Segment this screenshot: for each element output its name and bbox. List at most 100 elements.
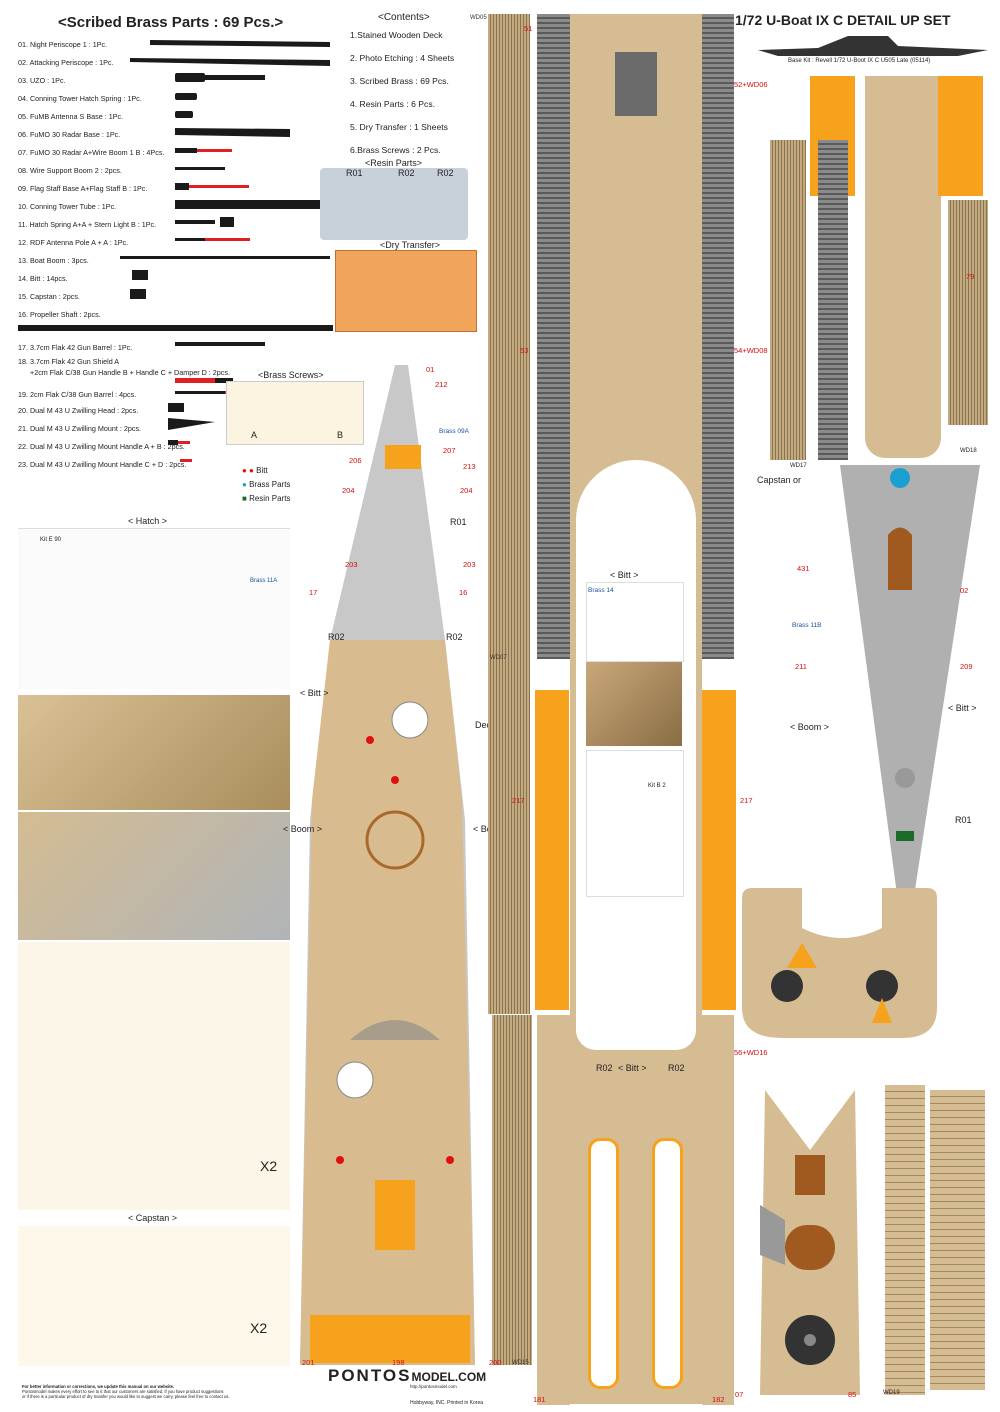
mid-deck-stern-left bbox=[537, 1015, 570, 1405]
mid-deck-slot-left bbox=[588, 1138, 619, 1389]
resin-label: R02 bbox=[437, 168, 454, 178]
r01-aft-label: R01 bbox=[955, 815, 972, 825]
resin-label: R02 bbox=[398, 168, 415, 178]
part-05: 05. FuMB Antenna S Base : 1Pc. bbox=[18, 112, 124, 121]
hatch-photo-1 bbox=[18, 695, 290, 810]
part-number: 217 bbox=[740, 796, 753, 805]
part-number: 53 bbox=[520, 346, 529, 355]
part-08: 08. Wire Support Boom 2 : 2pcs. bbox=[18, 166, 122, 175]
resin-label: R01 bbox=[346, 168, 363, 178]
part-number: 79 bbox=[966, 272, 975, 281]
part-07: 07. FuMO 30 Radar A+Wire Boom 1 B : 4Pcs… bbox=[18, 148, 165, 157]
part-16: 16. Propeller Shaft : 2pcs. bbox=[18, 310, 101, 319]
tower-deck bbox=[865, 76, 941, 458]
brass-screws-title: <Brass Screws> bbox=[258, 370, 324, 380]
r01-label: R01 bbox=[450, 517, 467, 527]
part-18b: +2cm Flak C/38 Gun Handle B + Handle C +… bbox=[30, 368, 230, 377]
part-number: 203 bbox=[463, 560, 476, 569]
mid-deck-slot-right bbox=[652, 1138, 683, 1389]
footer-notes: For better information or corrections, w… bbox=[22, 1384, 302, 1399]
uboat-silhouette bbox=[758, 36, 988, 56]
contents-item: 5. Dry Transfer : 1 Sheets bbox=[350, 122, 448, 132]
contents-item: 3. Scribed Brass : 69 Pcs. bbox=[350, 76, 449, 86]
legend: ● ● Bitt ● Brass Parts ■ Resin Parts bbox=[242, 466, 290, 503]
footer-note-2: Pontosmodel makes every effort to see to… bbox=[22, 1389, 224, 1394]
part-number: 02 bbox=[960, 586, 969, 595]
bitt-label-aft: < Bitt > bbox=[948, 703, 977, 713]
boom-label-aft: < Boom > bbox=[790, 722, 830, 732]
capstan-or-label: Capstan or bbox=[757, 475, 802, 485]
r02-mid-left: R02 bbox=[596, 1063, 613, 1073]
part-number: 213 bbox=[463, 462, 476, 471]
part-number: 207 bbox=[443, 446, 456, 455]
part-number: 217 bbox=[512, 796, 525, 805]
part-number: 182 bbox=[712, 1395, 725, 1404]
kit-b2-label: Kit B 2 bbox=[648, 783, 666, 789]
legend-resin: ■ Resin Parts bbox=[242, 494, 291, 503]
mid-deck-grating-left bbox=[537, 14, 570, 659]
part-silhouettes bbox=[18, 40, 333, 462]
part-number: 198 bbox=[392, 1358, 405, 1367]
dry-transfer-sheet bbox=[335, 250, 477, 332]
part-19: 19. 2cm Flak C/38 Gun Barrel : 4pcs. bbox=[18, 390, 137, 399]
boom-label-left: < Boom > bbox=[283, 824, 323, 834]
wd15-label: WD15 bbox=[512, 1360, 529, 1366]
part-number: 07 bbox=[735, 1390, 744, 1399]
main-title: 1/72 U-Boat IX C DETAIL UP SET bbox=[735, 12, 951, 28]
part-number: 211 bbox=[795, 662, 807, 671]
bitt-label-mid: < Bitt > bbox=[618, 1063, 647, 1073]
footer-note-3: or if there is a particular product of d… bbox=[22, 1394, 230, 1399]
footer-web: http://pontosmodel.com bbox=[410, 1384, 457, 1389]
fore-deck-diagram bbox=[300, 365, 475, 1365]
contents-item: 2. Photo Etching : 4 Sheets bbox=[350, 53, 455, 63]
part-number: 206 bbox=[349, 456, 362, 465]
part-number: 56+WD16 bbox=[734, 1048, 768, 1057]
x2-capstan: X2 bbox=[250, 1320, 268, 1336]
part-12: 12. RDF Antenna Pole A + A : 1Pc. bbox=[18, 238, 129, 247]
wood-sheet-2 bbox=[930, 1090, 985, 1390]
footer-made: Hobbyway, INC. Printed in Korea bbox=[410, 1400, 484, 1406]
bitt-photo-3 bbox=[586, 750, 684, 897]
part-number: 85 bbox=[848, 1390, 857, 1399]
capstan-title: < Capstan > bbox=[128, 1213, 178, 1223]
r02-right-label: R02 bbox=[446, 632, 463, 642]
mid-deck-grating-right bbox=[702, 14, 734, 659]
part-23: 23. Dual M 43 U Zwilling Mount Handle C … bbox=[18, 460, 187, 469]
mid-deck-stern-right bbox=[702, 1015, 734, 1405]
hatch-diagram bbox=[18, 528, 290, 689]
part-number: 431 bbox=[797, 564, 810, 573]
part-20: 20. Dual M 43 U Zwilling Head : 2pcs. bbox=[18, 406, 139, 415]
legend-bitt: ● ● Bitt bbox=[242, 466, 268, 475]
part-21: 21. Dual M 43 U Zwilling Mount : 2pcs. bbox=[18, 424, 142, 433]
brass-09a-label: Brass 09A bbox=[439, 428, 469, 435]
part-18: 18. 3.7cm Flak 42 Gun Shield A bbox=[18, 357, 120, 366]
wd05-label: WD05 bbox=[470, 15, 487, 21]
grating-photo bbox=[18, 942, 290, 1210]
brass-11a-label: Brass 11A bbox=[250, 578, 278, 584]
footer-note-1: For better information or corrections, w… bbox=[22, 1384, 175, 1389]
stern-deck-diagram bbox=[760, 1090, 860, 1395]
brass-14-label: Brass 14 bbox=[588, 587, 614, 594]
part-number: 203 bbox=[345, 560, 358, 569]
bitt-photo-1 bbox=[586, 582, 684, 662]
part-number: 01 bbox=[426, 365, 435, 374]
contents-item: 6.Brass Screws : 2 Pcs. bbox=[350, 145, 441, 155]
bitt-label-fore: < Bitt > bbox=[300, 688, 329, 698]
brass-11b-label: Brass 11B bbox=[792, 622, 822, 629]
part-number: 54+WD08 bbox=[734, 346, 768, 355]
tower-wood-right bbox=[948, 200, 988, 425]
part-number: 16 bbox=[459, 588, 468, 597]
mid-deck-strip-left bbox=[488, 14, 530, 1014]
resin-parts-image bbox=[320, 168, 468, 240]
screw-label-a: A bbox=[251, 430, 258, 440]
part-number: 212 bbox=[435, 380, 448, 389]
logo-text-right: MODEL.COM bbox=[411, 1370, 487, 1384]
r02-mid-right: R02 bbox=[668, 1063, 685, 1073]
wd07-label: WD07 bbox=[490, 655, 507, 661]
contents-item: 4. Resin Parts : 6 Pcs. bbox=[350, 99, 436, 109]
brass-screws-image bbox=[226, 381, 364, 445]
part-15: 15. Capstan : 2pcs. bbox=[18, 292, 80, 301]
tower-orange-right bbox=[938, 76, 983, 196]
part-03: 03. UZO : 1Pc. bbox=[18, 76, 66, 85]
tower-wood-left bbox=[770, 140, 806, 460]
